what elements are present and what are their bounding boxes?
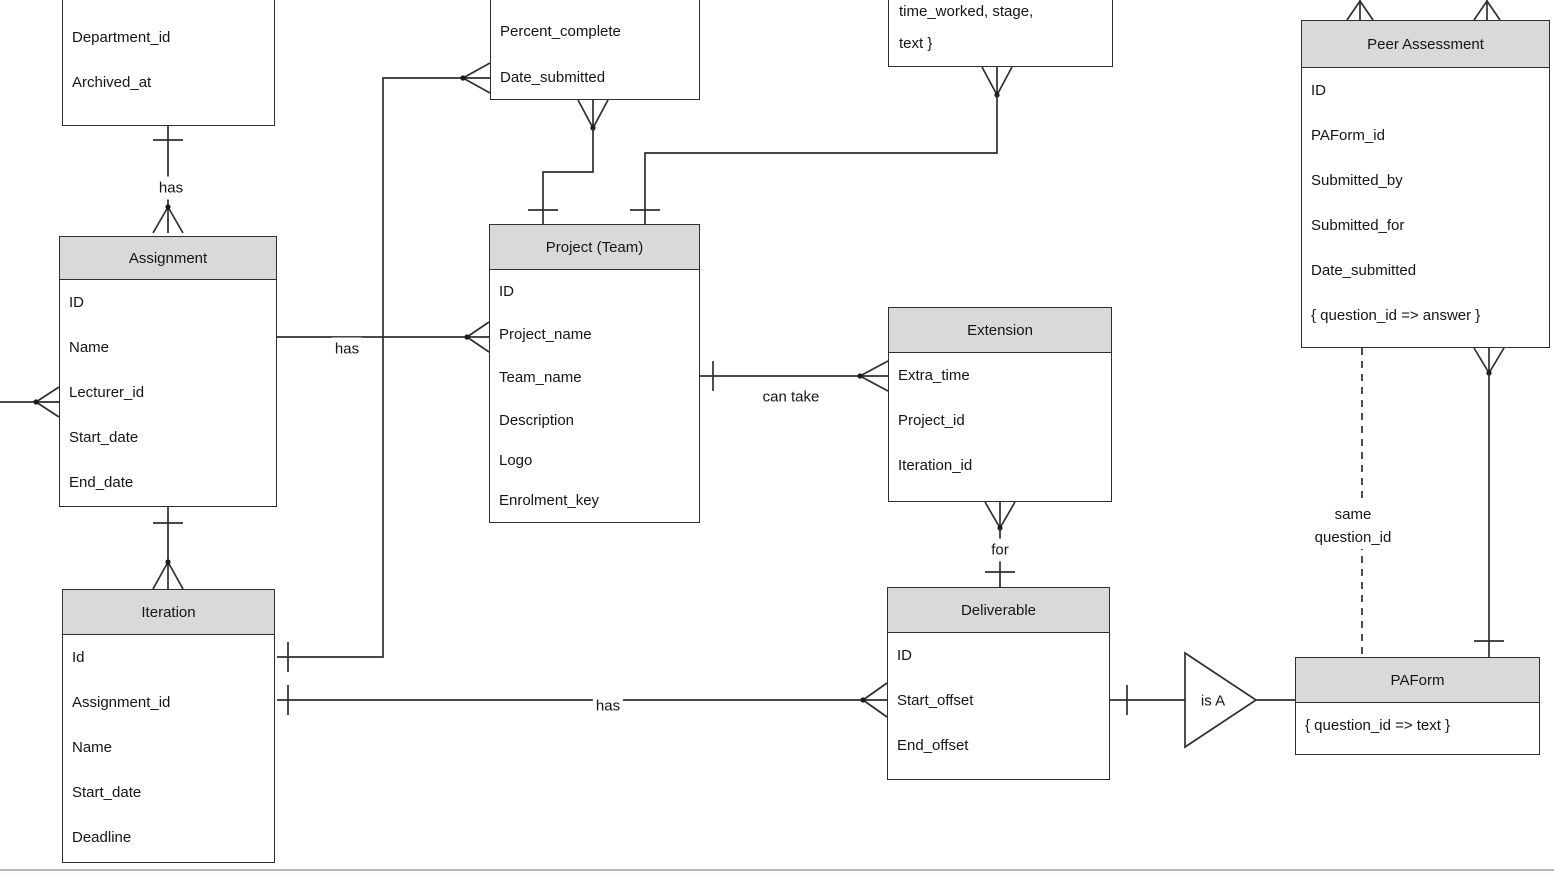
entity-title: Peer Assessment (1302, 21, 1549, 68)
connector-iteration-submission (277, 62, 491, 672)
field-row: Enrolment_key (499, 492, 600, 509)
field-row: Date_submitted (1311, 262, 1417, 279)
field-row: Name (69, 339, 110, 356)
connector-pa-top-right (1473, 0, 1501, 21)
field-row: Department_id (72, 29, 171, 46)
entity-project-team: Project (Team) ID Project_name Team_name… (489, 224, 700, 523)
field-row: Date_submitted (500, 69, 606, 86)
entity-department-partial: Department_id Archived_at (62, 0, 275, 126)
connector-assignment-project (277, 321, 490, 353)
entity-title: Extension (889, 308, 1111, 353)
field-row: Description (499, 412, 575, 429)
entity-title: Assignment (60, 237, 276, 280)
connector-assignment-left (0, 386, 60, 418)
field-row: Assignment_id (72, 694, 171, 711)
window-bottom-strip (0, 871, 1554, 876)
field-row: Archived_at (72, 74, 152, 91)
entity-worklog-partial: time_worked, stage, text } (888, 0, 1113, 67)
field-row: Project_name (499, 326, 592, 343)
field-row: Deadline (72, 829, 132, 846)
connector-deliverable-paform (1110, 651, 1295, 749)
field-row: Percent_complete (500, 23, 621, 40)
connector-pa-paform-solid (1473, 347, 1505, 657)
connector-submission-project (528, 99, 609, 224)
relationship-label-for: for (988, 538, 1012, 562)
entity-title: Deliverable (888, 588, 1109, 633)
field-row: { question_id => text } (1305, 717, 1451, 734)
connector-worklog-project (630, 66, 1013, 224)
entity-peer-assessment: Peer Assessment ID PAForm_id Submitted_b… (1301, 20, 1550, 348)
field-row: ID (499, 283, 514, 300)
connector-iteration-deliverable (277, 682, 888, 718)
connector-assignment-iteration (152, 507, 184, 590)
field-row: Team_name (499, 369, 582, 386)
field-row: ID (69, 294, 84, 311)
entity-title: Project (Team) (490, 225, 699, 270)
field-row: Extra_time (898, 367, 970, 384)
field-row: End_offset (897, 737, 969, 754)
relationship-label-line: question_id (1314, 529, 1392, 546)
relationship-label-has: has (592, 694, 624, 718)
connector-pa-top-left (1346, 0, 1374, 21)
relationship-label-same-question-id: same question_id (1311, 503, 1395, 549)
is-a-triangle-icon (1184, 651, 1258, 749)
relationship-label-is-a: is A (1200, 692, 1226, 710)
relationship-label-line: same (1334, 506, 1372, 523)
window-bottom-divider (0, 869, 1554, 871)
field-row: ID (897, 647, 912, 664)
field-row: text } (899, 35, 933, 52)
entity-title: Iteration (63, 590, 274, 635)
field-row: time_worked, stage, (899, 3, 1034, 20)
field-row: Start_date (69, 429, 139, 446)
field-row: ID (1311, 82, 1326, 99)
field-row: Start_date (72, 784, 142, 801)
entity-paform: PAForm { question_id => text } (1295, 657, 1540, 755)
relationship-label-has: has (155, 176, 187, 200)
entity-iteration: Iteration Id Assignment_id Name Start_da… (62, 589, 275, 863)
connector-project-extension (700, 360, 889, 392)
field-row: Id (72, 649, 85, 666)
relationship-label-can-take: can take (759, 385, 823, 409)
field-row: Submitted_by (1311, 172, 1403, 189)
field-row: Project_id (898, 412, 965, 429)
relationship-label-has: has (331, 337, 363, 361)
field-row: Iteration_id (898, 457, 973, 474)
field-row: { question_id => answer } (1311, 307, 1481, 324)
field-row: Start_offset (897, 692, 974, 709)
entity-extension: Extension Extra_time Project_id Iteratio… (888, 307, 1112, 502)
entity-assignment: Assignment ID Name Lecturer_id Start_dat… (59, 236, 277, 507)
field-row: Name (72, 739, 113, 756)
entity-title: PAForm (1296, 658, 1539, 703)
entity-deliverable: Deliverable ID Start_offset End_offset (887, 587, 1110, 780)
field-row: Submitted_for (1311, 217, 1405, 234)
field-row: PAForm_id (1311, 127, 1385, 144)
field-row: End_date (69, 474, 134, 491)
entity-submission-partial: Percent_complete Date_submitted (490, 0, 700, 100)
field-row: Logo (499, 451, 533, 469)
field-row: Lecturer_id (69, 384, 145, 401)
